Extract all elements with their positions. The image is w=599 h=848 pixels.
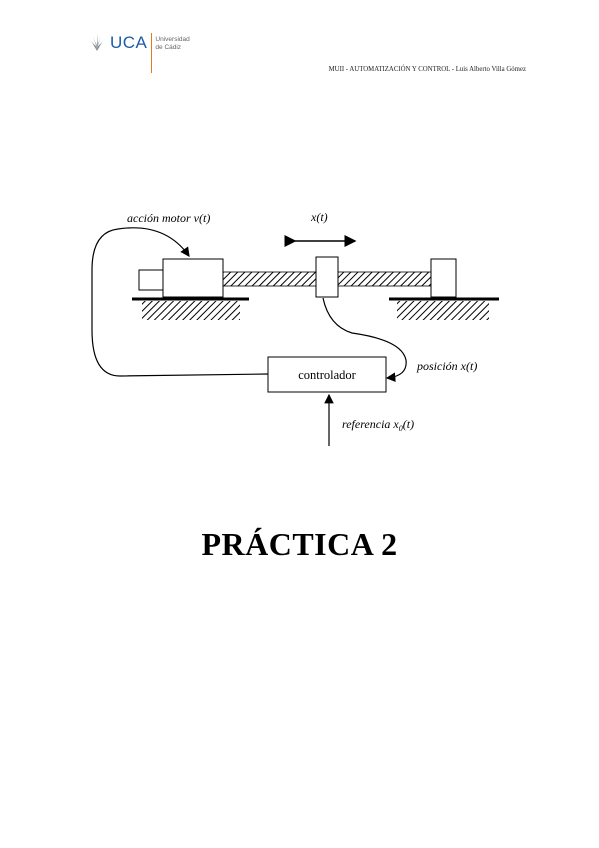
logo-university-line2: de Cádiz (155, 43, 182, 51)
uca-emblem-icon (90, 34, 104, 51)
position-label: posición x(t) (416, 359, 477, 373)
action-feedback-path (91, 227, 269, 377)
reference-label: referencia x0(t) (342, 417, 414, 433)
right-support-block (430, 258, 457, 298)
reference-label-subscript: 0 (399, 424, 403, 433)
uca-logo: UCA Universidad de Cádiz (86, 33, 190, 73)
page-title: PRÁCTICA 2 (201, 526, 398, 562)
logo-university-line1: Universidad (155, 36, 190, 43)
controller-box (267, 356, 387, 393)
reference-label-suffix: (t) (403, 417, 414, 431)
controller-label: controlador (298, 368, 356, 382)
motor-shaft (138, 269, 164, 291)
logo-acronym: UCA (110, 33, 148, 52)
logo-university-name: Universidad de Cádiz (155, 33, 189, 51)
right-base-hatch (397, 301, 489, 320)
motor-block (162, 258, 224, 298)
logo-separator (151, 33, 153, 73)
carriage-block (315, 256, 339, 298)
running-header: MUII - AUTOMATIZACIÓN Y CONTROL - Luis A… (328, 66, 526, 73)
action-motor-label: acción motor v(t) (127, 211, 210, 225)
position-signal-path (322, 297, 407, 382)
x-label: x(t) (310, 210, 328, 224)
left-base-hatch (142, 301, 240, 320)
reference-label-prefix: referencia x (342, 417, 399, 431)
